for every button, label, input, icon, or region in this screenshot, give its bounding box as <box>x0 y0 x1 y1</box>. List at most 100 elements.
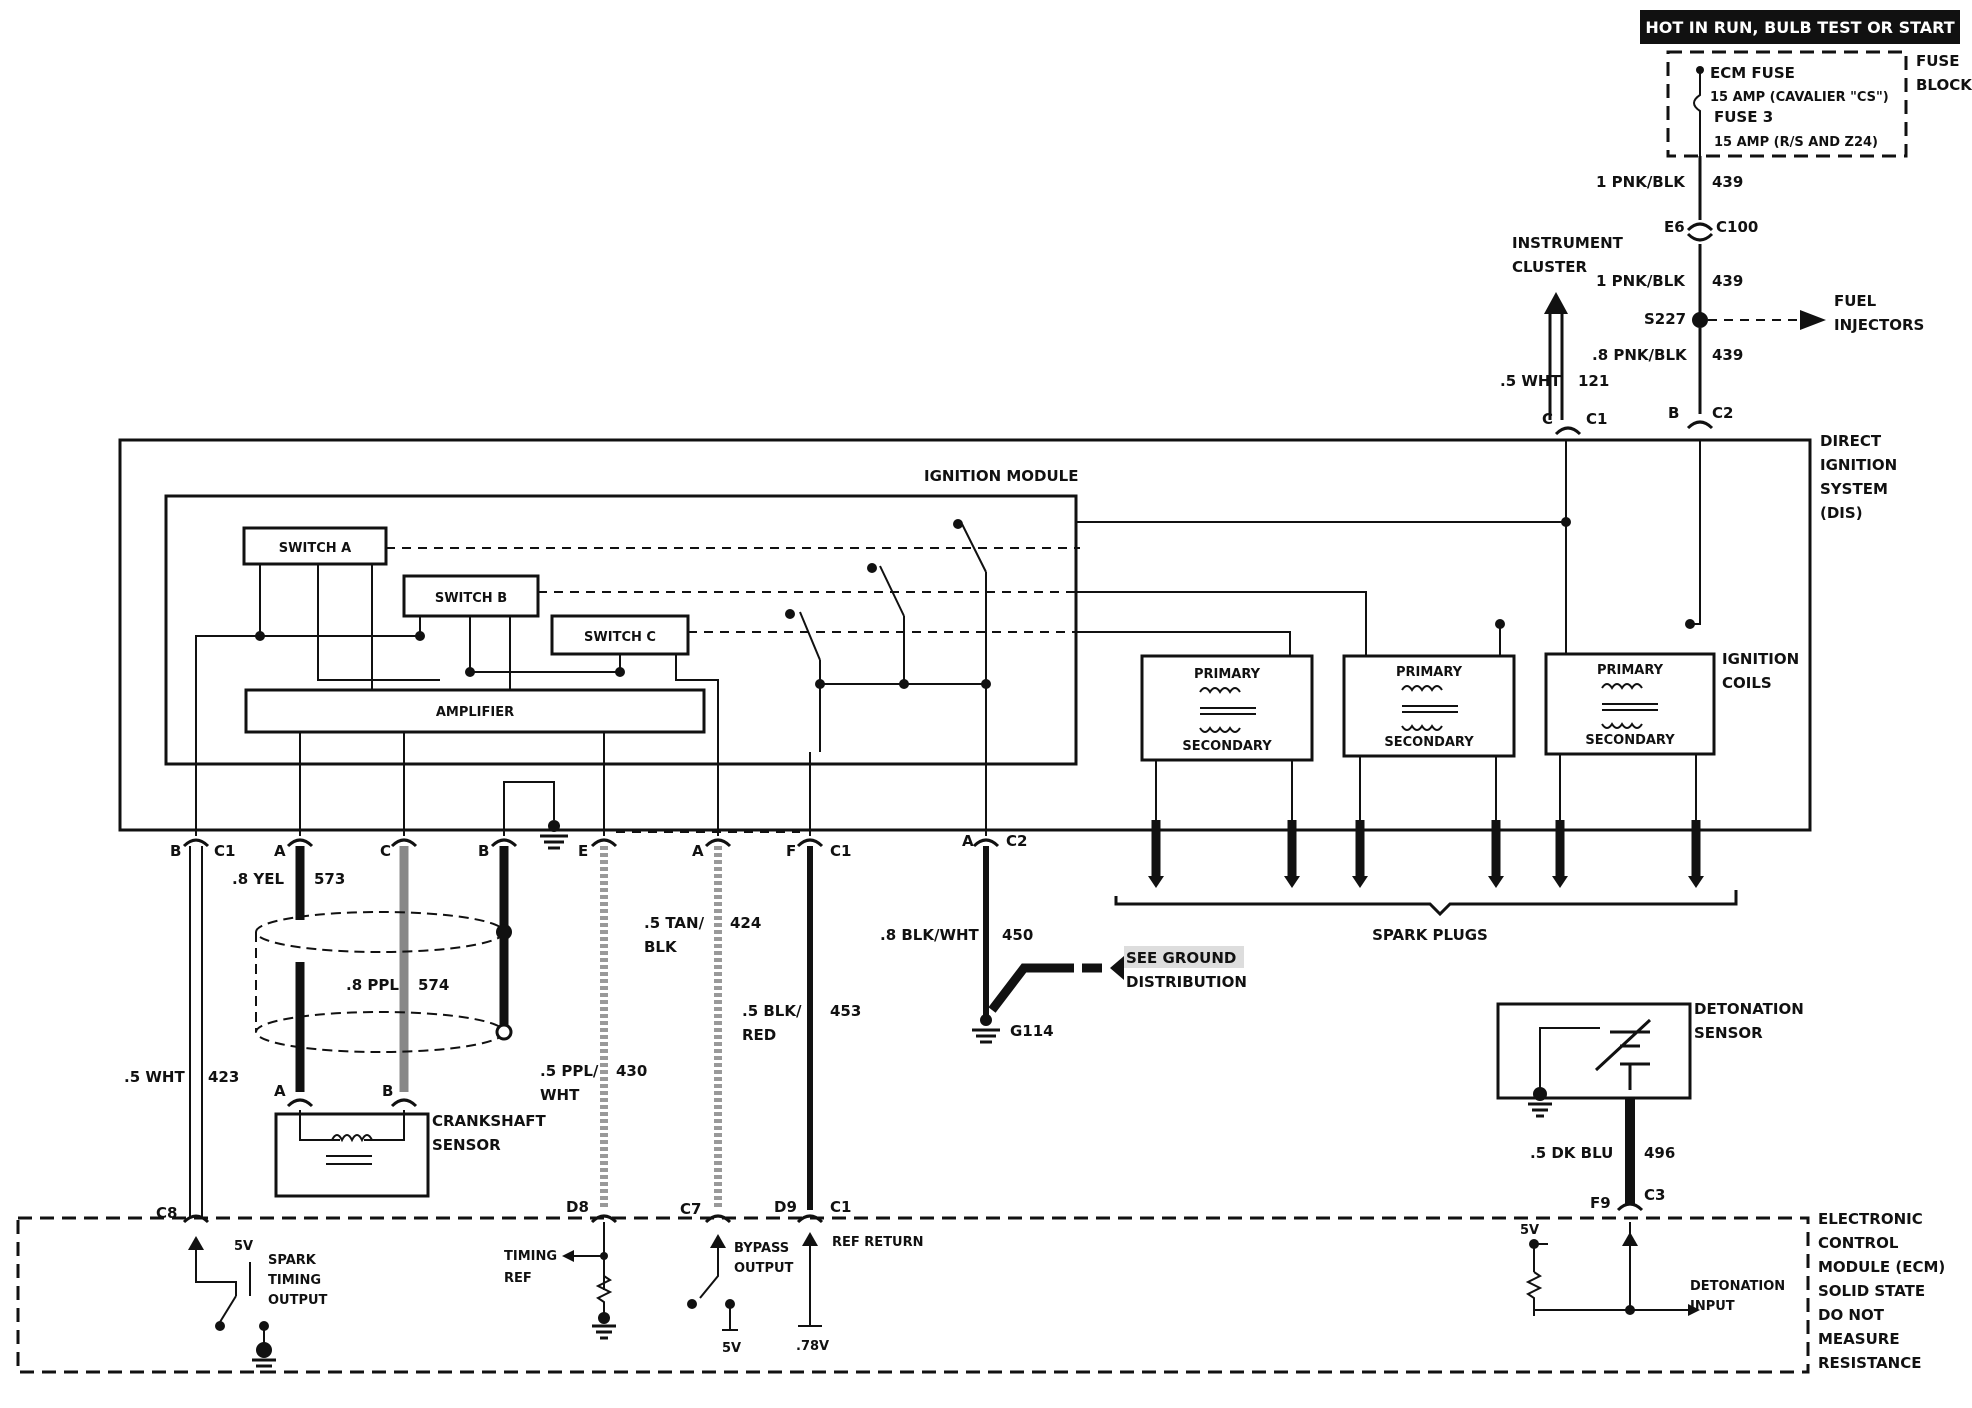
arrow-left-icon <box>562 1250 574 1262</box>
switch-c-box <box>550 614 690 656</box>
pin-label: A <box>692 842 704 860</box>
secondary-label: SECONDARY <box>1182 739 1272 754</box>
ground-icon <box>540 820 568 850</box>
primary-label: PRIMARY <box>1396 665 1463 680</box>
pin-label: E <box>578 842 588 860</box>
ignition-coil: PRIMARY SECONDARY <box>1342 654 1516 758</box>
fuse-block: FUSE BLOCK ECM FUSE 15 AMP (CAVALIER "CS… <box>1666 50 1972 158</box>
wire-label: 1 PNK/BLK <box>1596 173 1686 191</box>
connector-pin: D9 <box>774 1198 797 1216</box>
wire-label-2: WHT <box>540 1086 580 1104</box>
ecm-label-1: ELECTRONIC <box>1818 1210 1923 1228</box>
bracket-icon <box>1114 890 1738 917</box>
ground-icon <box>1528 1087 1552 1118</box>
coil-winding-icon <box>326 1134 373 1165</box>
instrument-cluster-label-2: CLUSTER <box>1512 258 1587 276</box>
connector-pin: F9 <box>1590 1194 1611 1212</box>
connector-id: C2 <box>1712 404 1733 422</box>
bypass-label: BYPASS <box>734 1241 789 1256</box>
arrow-up-icon <box>1544 292 1568 314</box>
ecm-label-5: DO NOT <box>1818 1306 1885 1324</box>
arrow-up-icon <box>188 1236 204 1250</box>
ecm-label-7: RESISTANCE <box>1818 1354 1921 1372</box>
pin-label: B <box>170 842 181 860</box>
connector-icon <box>704 838 732 848</box>
ecm-label-6: MEASURE <box>1818 1330 1900 1348</box>
connector-icon <box>972 838 1000 848</box>
connector-id: C1 <box>830 842 851 860</box>
arrow-right-icon <box>1800 310 1826 330</box>
pin-label: A <box>274 842 286 860</box>
ignition-coils-label-2: COILS <box>1722 674 1772 692</box>
timing-ref: TIMING REF <box>504 1222 616 1340</box>
circuit-number: 496 <box>1644 1144 1675 1162</box>
detonation-input: 5V DETONATION INPUT <box>1520 1222 1785 1316</box>
ignition-coil: PRIMARY SECONDARY <box>1140 654 1314 762</box>
connector-id: C1 <box>1586 410 1607 428</box>
dis-label-3: SYSTEM <box>1820 480 1888 498</box>
connector-icon <box>1554 426 1582 436</box>
connector-pin: B <box>1668 404 1679 422</box>
power-header: HOT IN RUN, BULB TEST OR START <box>1640 10 1960 44</box>
splice-id: S227 <box>1644 310 1686 328</box>
switch-c-label: SWITCH C <box>584 630 656 645</box>
pin-label: F <box>786 842 796 860</box>
fuse-icon <box>1693 70 1701 156</box>
resistor-icon <box>1525 1271 1543 1316</box>
primary-label: PRIMARY <box>1194 667 1261 682</box>
connector-id: C1 <box>214 842 235 860</box>
arrow-left-icon <box>1110 956 1124 980</box>
circuit-number: 439 <box>1712 346 1743 364</box>
power-label: HOT IN RUN, BULB TEST OR START <box>1645 18 1954 37</box>
ignition-coil: PRIMARY SECONDARY <box>1544 652 1716 756</box>
connector-icon <box>390 838 418 848</box>
circuit-number: 121 <box>1578 372 1609 390</box>
connector-icon <box>796 1214 824 1224</box>
circuit-number: 450 <box>1002 926 1033 944</box>
pin-label: C <box>380 842 391 860</box>
wire-label: .5 BLK/ <box>742 1002 802 1020</box>
circuit-number: 453 <box>830 1002 861 1020</box>
spark-timing-output: 5V SPARK TIMING OUTPUT <box>188 1236 328 1374</box>
fuse3-rating: 15 AMP (R/S AND Z24) <box>1714 135 1878 150</box>
circuit-number: 430 <box>616 1062 647 1080</box>
fuse-block-label-2: BLOCK <box>1916 76 1972 94</box>
spark-plugs-label: SPARK PLUGS <box>1372 926 1488 944</box>
ground-icon <box>972 1014 1000 1044</box>
ecm-fuse-rating: 15 AMP (CAVALIER "CS") <box>1710 90 1889 105</box>
ground-icon <box>252 1342 276 1374</box>
dis-label-1: DIRECT <box>1820 432 1882 450</box>
det-input-label: DETONATION <box>1690 1279 1785 1294</box>
wire-label: .5 DK BLU <box>1530 1144 1613 1162</box>
spark-timing-label-2: TIMING <box>268 1273 321 1288</box>
resistor-icon <box>595 1275 613 1316</box>
switch-a-box <box>242 526 388 566</box>
fuel-injectors-label: FUEL <box>1834 292 1877 310</box>
coil-winding-icon <box>1199 687 1256 733</box>
switch-a-label: SWITCH A <box>279 541 351 556</box>
arrow-up-icon <box>710 1234 726 1248</box>
fuse3-label: FUSE 3 <box>1714 108 1773 126</box>
connector-pin: D8 <box>566 1198 589 1216</box>
bypass-five-volt: 5V <box>722 1341 741 1356</box>
bypass-label-2: OUTPUT <box>734 1261 794 1276</box>
arrow-up-icon <box>1622 1232 1638 1246</box>
fuel-injectors-label-2: INJECTORS <box>1834 316 1924 334</box>
coil-winding-icon <box>1401 685 1458 731</box>
dis-outline <box>118 438 1812 832</box>
dis-label: DIRECT IGNITION SYSTEM (DIS) <box>1820 432 1897 522</box>
see-ground-label-2: DISTRIBUTION <box>1126 973 1247 991</box>
connector-icon <box>1686 222 1714 242</box>
wire-label: .5 PPL/ <box>540 1062 599 1080</box>
detonation-sensor-label-2: SENSOR <box>1694 1024 1763 1042</box>
connector-icon <box>1686 420 1714 430</box>
pin-label: A <box>962 832 974 850</box>
circuit-number: 574 <box>418 976 449 994</box>
connector-icon <box>590 1214 618 1224</box>
secondary-label: SECONDARY <box>1585 733 1675 748</box>
pin-label: A <box>274 1082 286 1100</box>
circuit-number: 439 <box>1712 272 1743 290</box>
circuit-number: 439 <box>1712 173 1743 191</box>
switch-b-label: SWITCH B <box>435 591 507 606</box>
ecm-fuse-label: ECM FUSE <box>1710 64 1795 82</box>
